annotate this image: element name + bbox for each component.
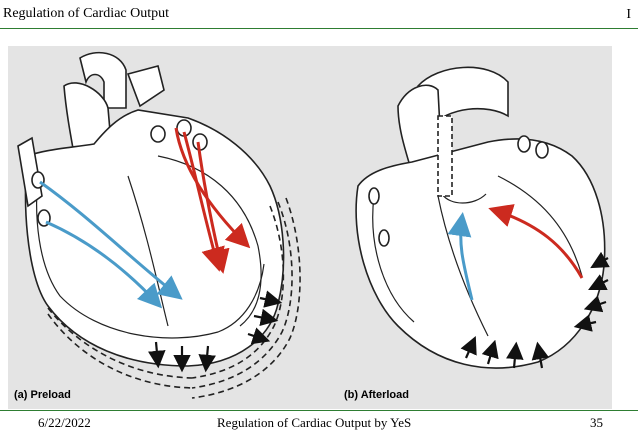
heart-diagram — [17, 51, 610, 399]
preload-red-arrows — [174, 127, 251, 274]
afterload-blue-arrow — [447, 212, 474, 301]
preload-heart — [17, 51, 301, 399]
slide-title: Regulation of Cardiac Output — [3, 6, 170, 21]
slide-corner-mark: I — [626, 7, 631, 22]
footer-date: 6/22/2022 — [38, 415, 91, 430]
afterload-red-arrow — [488, 204, 584, 279]
preload-blue-arrows — [39, 180, 183, 309]
heart-figure: (a) Preload (b) Afterload — [8, 46, 612, 409]
afterload-heart — [355, 66, 606, 369]
preload-black-arrows — [148, 290, 283, 373]
footer-divider — [0, 410, 638, 411]
footer-page-number: 35 — [590, 415, 603, 430]
afterload-black-arrows — [460, 251, 610, 369]
afterload-caption: (b) Afterload — [344, 389, 409, 401]
preload-caption: (a) Preload — [14, 389, 71, 401]
header-divider — [0, 28, 638, 29]
footer-center-text: Regulation of Cardiac Output by YeS — [217, 415, 412, 430]
